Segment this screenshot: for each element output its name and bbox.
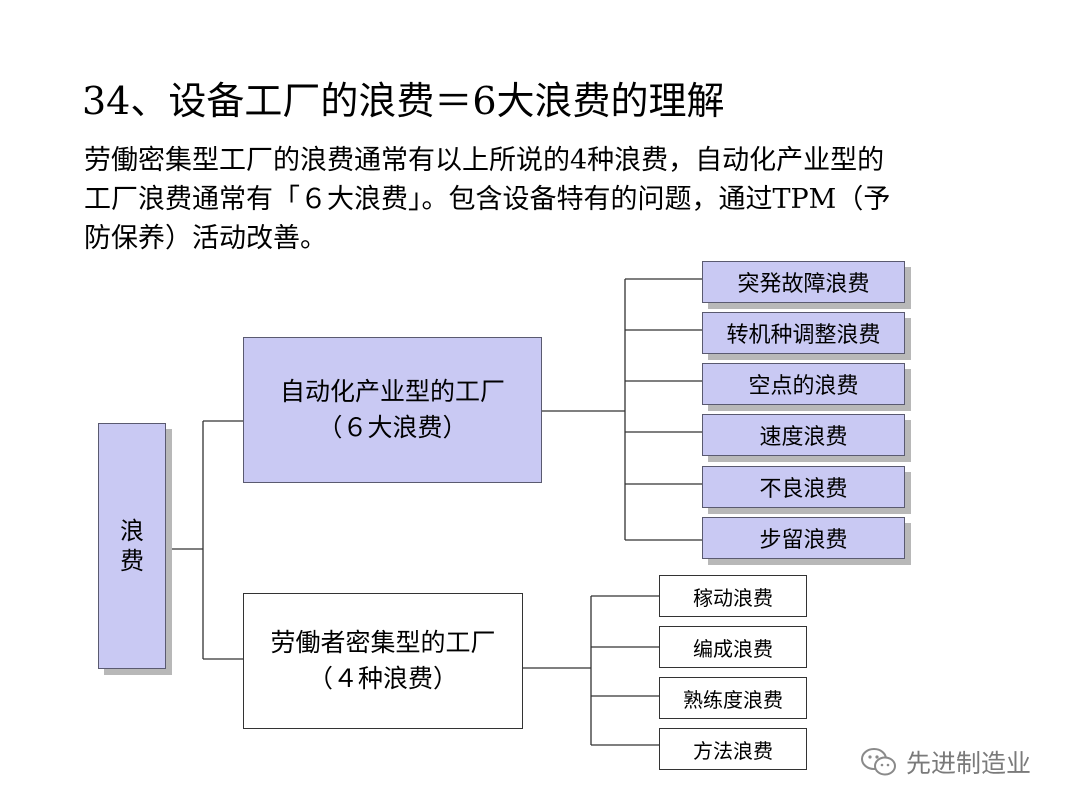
auto-waste-item: 转机种调整浪费: [702, 312, 905, 354]
automated-factory-sublabel: （６大浪费）: [317, 413, 468, 442]
automated-factory-box: 自动化产业型的工厂 （６大浪费）: [243, 337, 542, 483]
labor-factory-box: 劳働者密集型的工厂 （４种浪费）: [243, 593, 523, 729]
page-title: 34、设备工厂的浪费＝6大浪费的理解: [82, 79, 725, 123]
auto-waste-item: 突発故障浪费: [702, 261, 905, 303]
labor-waste-item: 方法浪费: [659, 728, 807, 770]
watermark: 先进制造业: [860, 744, 1031, 780]
labor-factory-label: 劳働者密集型的工厂: [270, 628, 496, 657]
auto-waste-item: 空点的浪费: [702, 363, 905, 405]
intro-line-3: 防保养）活动改善。: [84, 223, 327, 254]
labor-waste-item: 稼动浪费: [659, 575, 807, 617]
auto-waste-item: 不良浪费: [702, 466, 905, 508]
labor-factory-sublabel: （４种浪费）: [307, 664, 458, 693]
wechat-icon: [861, 748, 896, 776]
root-char-2: 费: [120, 547, 144, 575]
labor-waste-item: 编成浪费: [659, 626, 807, 668]
auto-waste-item: 步留浪费: [702, 517, 905, 559]
waste-root-box: 浪 费: [98, 423, 166, 669]
intro-line-1: 劳働密集型工厂的浪费通常有以上所说的4种浪费，自动化产业型的: [84, 145, 885, 176]
automated-factory-label: 自动化产业型的工厂: [279, 377, 505, 406]
intro-line-2: 工厂浪费通常有「６大浪费」。包含设备特有的问题，通过TPM（予: [84, 184, 891, 215]
watermark-text: 先进制造业: [906, 749, 1032, 778]
auto-waste-item: 速度浪费: [702, 414, 905, 456]
intro-paragraph: 劳働密集型工厂的浪费通常有以上所说的4种浪费，自动化产业型的 工厂浪费通常有「６…: [84, 141, 984, 258]
root-char-1: 浪: [120, 517, 144, 545]
labor-waste-item: 熟练度浪费: [659, 677, 807, 719]
